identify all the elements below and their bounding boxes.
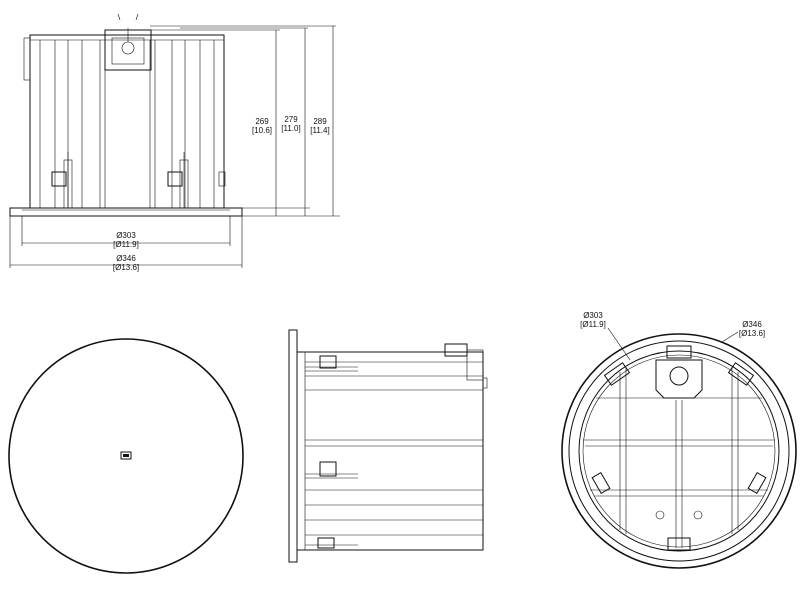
rear-dia-346-in: [Ø13.6] — [739, 329, 765, 338]
baffle-flange — [9, 207, 243, 217]
side-back-can — [296, 351, 484, 551]
height-279-in: [11.0] — [281, 124, 300, 133]
leader-303 — [607, 327, 631, 361]
grille-outline — [8, 338, 244, 574]
side-clamp-bottom — [305, 537, 358, 549]
back-can-body — [29, 34, 225, 209]
dog-ear-clamp-left — [51, 152, 73, 209]
rear-mounting-tabs — [591, 362, 767, 551]
diameter-dimensions — [9, 216, 243, 268]
height-279-mm: 279 — [284, 115, 298, 124]
rear-dia-346-mm: Ø346 — [742, 320, 762, 329]
rear-rib-grid — [583, 368, 775, 548]
terminal-bracket — [104, 13, 152, 71]
rear-flange-inner — [568, 340, 790, 562]
rear-dia-303-in: [Ø11.9] — [580, 320, 606, 329]
height-269-mm: 269 — [255, 117, 269, 126]
front-elevation-view — [9, 13, 243, 217]
rear-view — [561, 327, 797, 569]
dia-303-mm: Ø303 — [116, 231, 136, 240]
height-289-in: [11.4] — [310, 126, 329, 135]
enclosure-ribs — [39, 40, 215, 208]
rear-flange-outer — [561, 333, 797, 569]
rear-terminal-plate — [655, 345, 703, 399]
logo-badge — [120, 451, 132, 460]
dog-ear-clamp-right — [167, 152, 189, 209]
side-latch — [23, 37, 31, 81]
side-elevation-view — [288, 329, 488, 563]
rear-can-outline — [578, 350, 780, 552]
side-ribs — [305, 361, 483, 536]
dia-346-in: [Ø13.6] — [113, 263, 139, 272]
dia-303-in: [Ø11.9] — [113, 240, 139, 249]
side-baffle-flange — [288, 329, 298, 563]
dia-346-mm: Ø346 — [116, 254, 136, 263]
rear-dia-303-mm: Ø303 — [583, 311, 603, 320]
height-dimensions — [150, 25, 340, 217]
height-289-mm: 289 — [313, 117, 327, 126]
side-clamp-middle — [305, 461, 358, 479]
side-clamp-top — [305, 355, 358, 372]
side-terminal-bracket — [444, 343, 488, 389]
leader-346 — [721, 331, 739, 343]
height-269-in: [10.6] — [252, 126, 272, 135]
grille-face-view — [8, 338, 244, 574]
